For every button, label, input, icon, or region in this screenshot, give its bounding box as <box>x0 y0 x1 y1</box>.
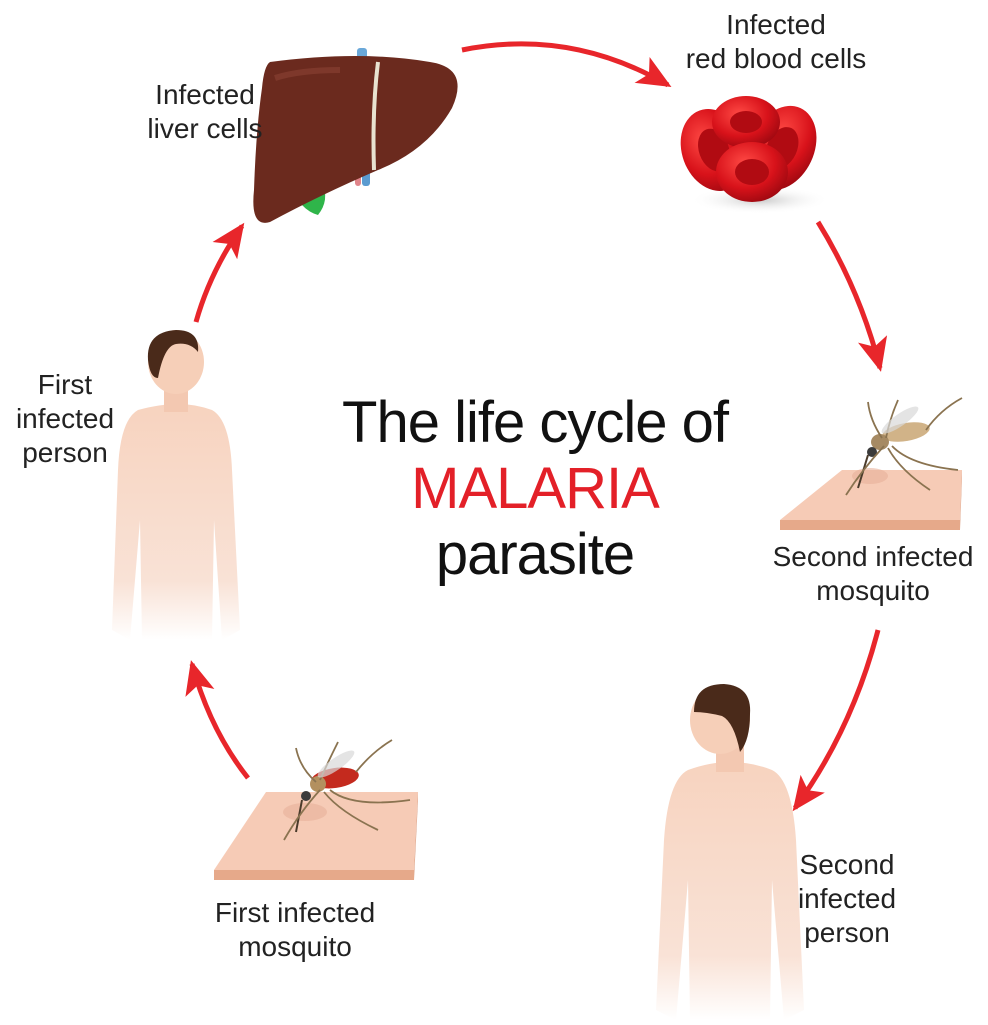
label-infected-red-blood-cells: Infected red blood cells <box>676 8 876 76</box>
label-line: person <box>782 916 912 950</box>
label-line: First infected <box>200 896 390 930</box>
label-line: First <box>10 368 120 402</box>
first-mosquito-illustration <box>214 740 418 880</box>
label-line: mosquito <box>768 574 978 608</box>
arrow-second-mosquito-to-second-person <box>795 630 878 808</box>
diagram-title: The life cycle of MALARIA parasite <box>340 390 730 588</box>
label-infected-liver-cells: Infected liver cells <box>140 78 270 146</box>
label-line: Second infected <box>768 540 978 574</box>
first-person-illustration <box>112 330 240 640</box>
label-first-infected-mosquito: First infected mosquito <box>200 896 390 964</box>
label-second-infected-person: Second infected person <box>782 848 912 950</box>
label-line: liver cells <box>140 112 270 146</box>
label-line: Infected <box>140 78 270 112</box>
label-line: Infected <box>676 8 876 42</box>
arrow-first-person-to-liver <box>196 226 242 322</box>
label-line: mosquito <box>200 930 390 964</box>
label-line: infected <box>10 402 120 436</box>
title-line-3: parasite <box>340 522 730 588</box>
arrow-first-mosquito-to-first-person <box>192 664 248 778</box>
arrow-liver-to-rbc <box>462 44 668 85</box>
label-line: red blood cells <box>676 42 876 76</box>
label-line: Second <box>782 848 912 882</box>
title-line-1: The life cycle of <box>340 390 730 456</box>
arrow-rbc-to-second-mosquito <box>818 222 880 368</box>
liver-illustration <box>253 48 457 223</box>
second-mosquito-illustration <box>780 398 962 530</box>
red-blood-cells-illustration <box>670 95 830 214</box>
title-line-malaria: MALARIA <box>340 456 730 522</box>
label-line: infected <box>782 882 912 916</box>
label-second-infected-mosquito: Second infected mosquito <box>768 540 978 608</box>
label-first-infected-person: First infected person <box>10 368 120 470</box>
label-line: person <box>10 436 120 470</box>
